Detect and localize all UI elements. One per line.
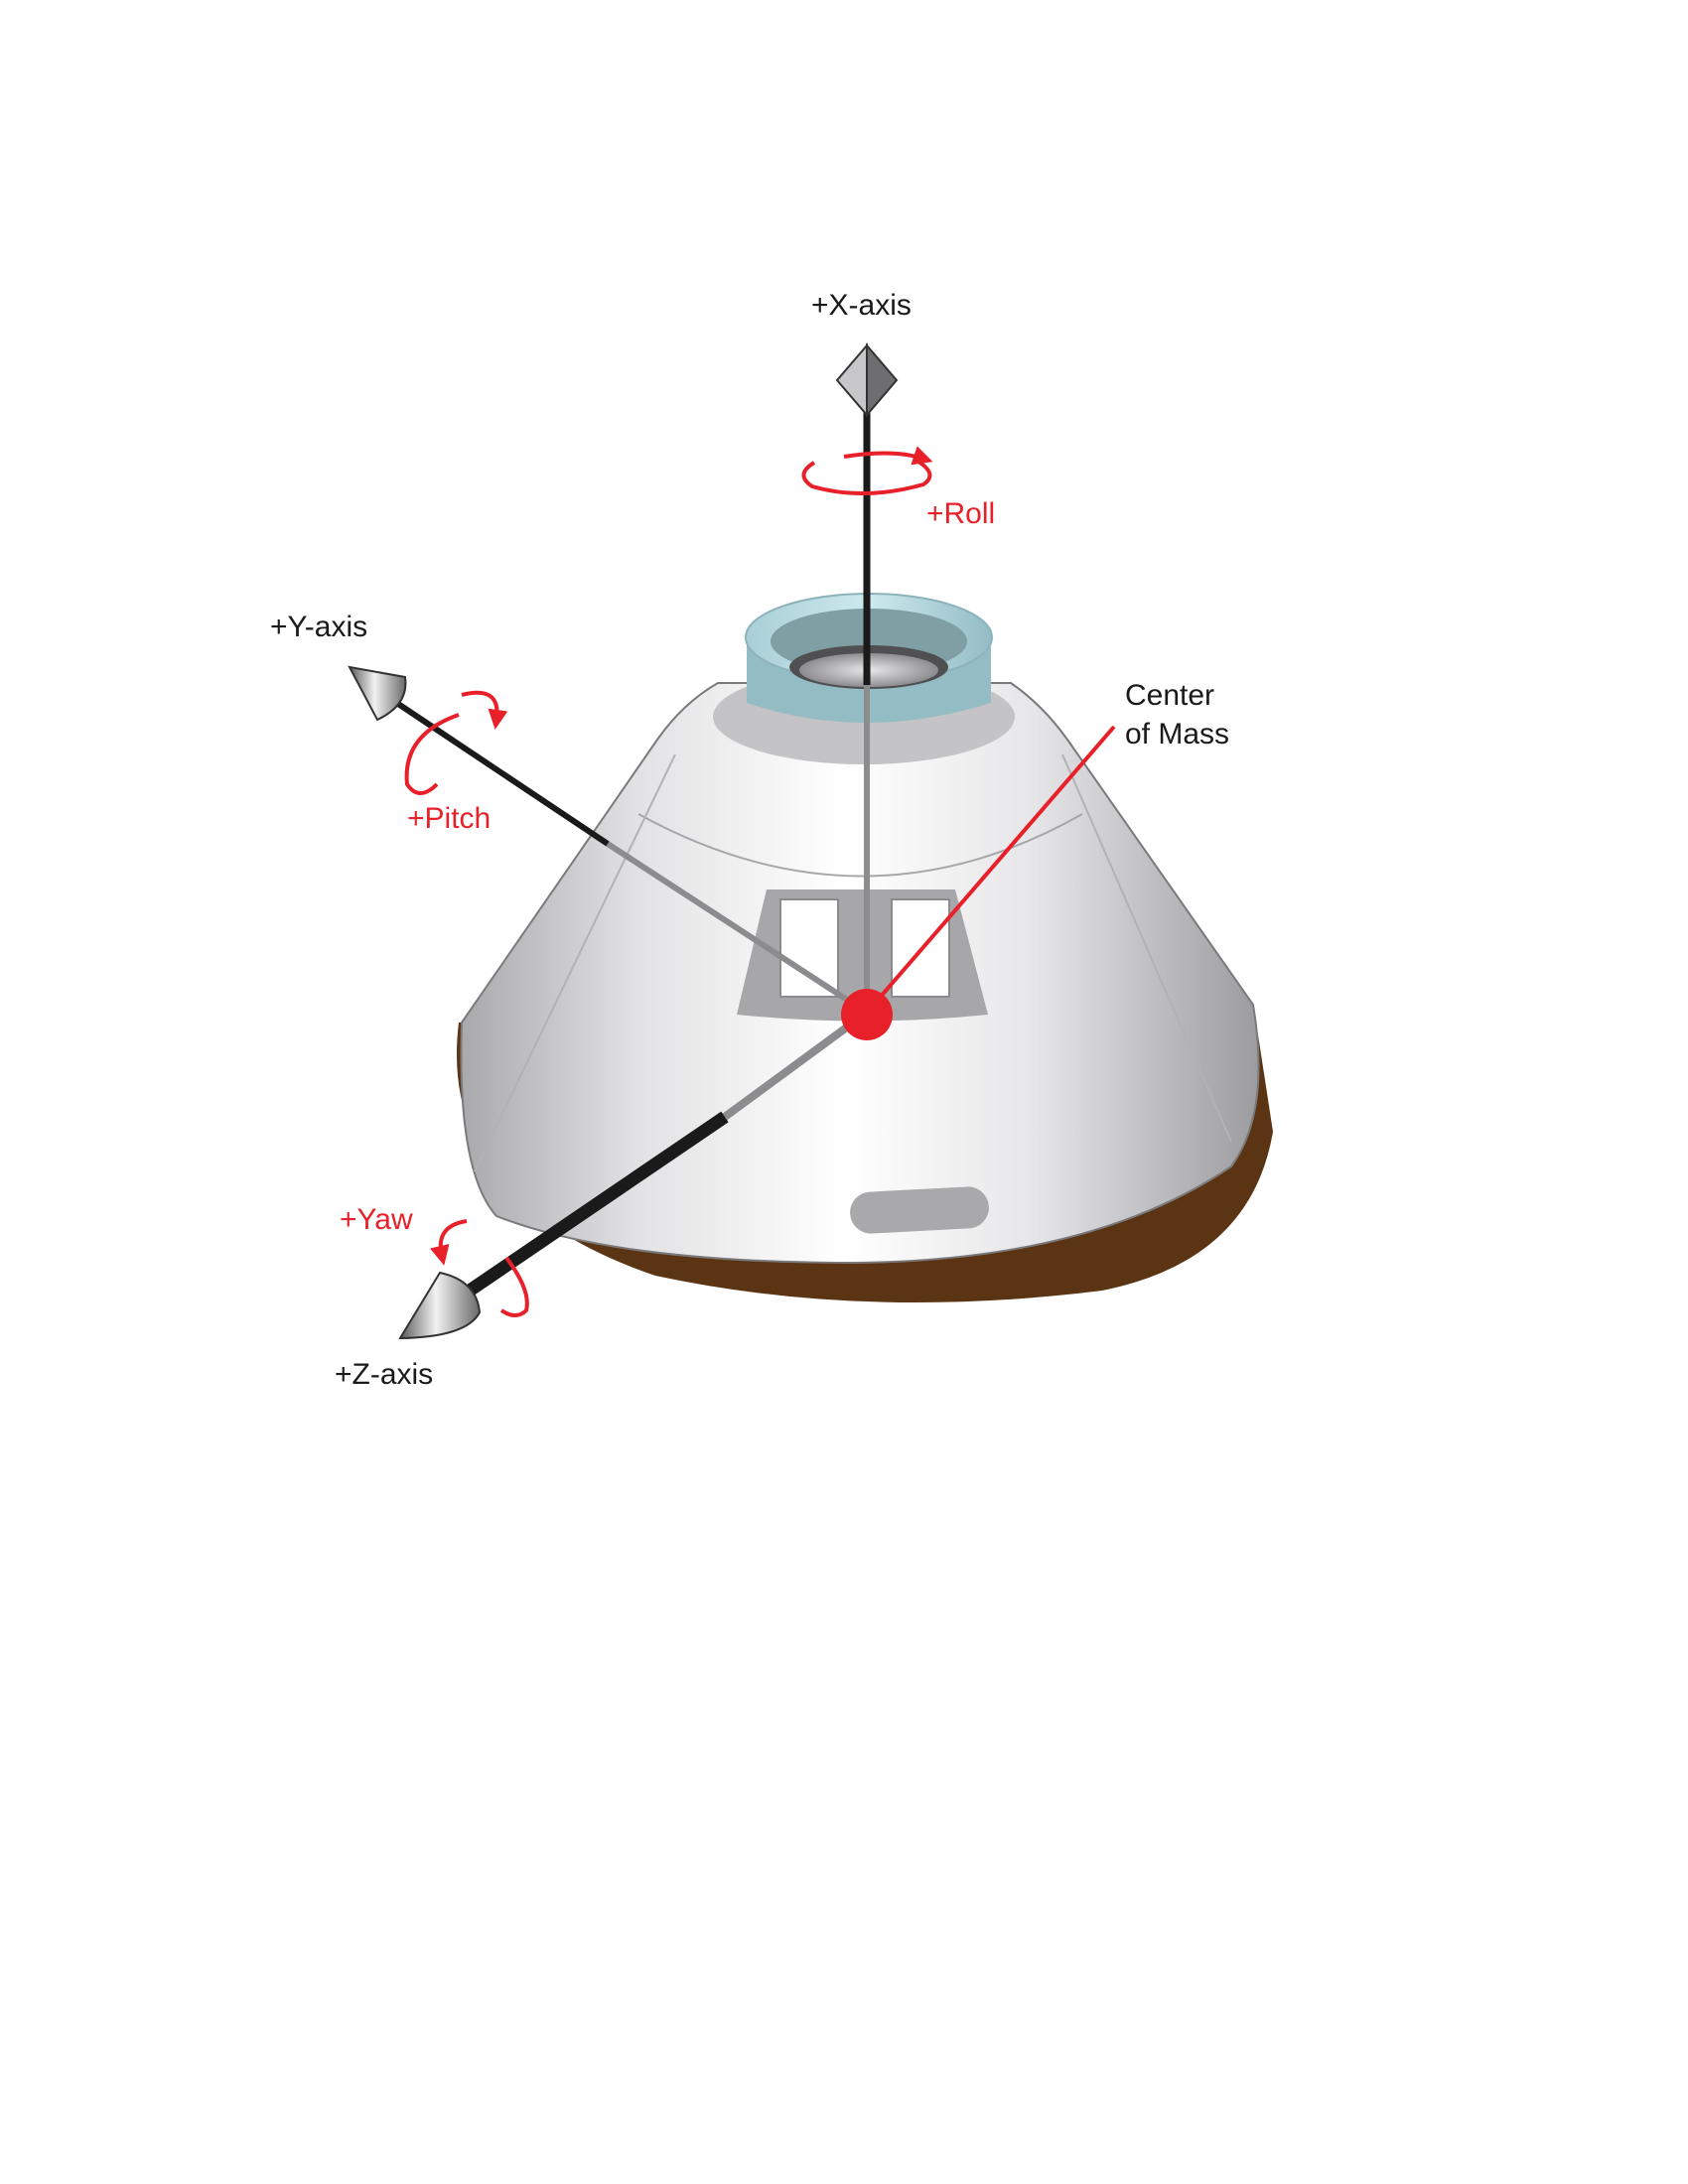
y-axis-line-inner xyxy=(606,841,869,1016)
center-of-mass-leader xyxy=(865,725,1116,1015)
y-axis-line xyxy=(390,697,610,847)
z-axis-line-inner xyxy=(722,1009,870,1121)
roll-rotation-arrow-icon xyxy=(801,446,933,496)
pitch-label: +Pitch xyxy=(407,802,491,835)
x-axis-arrowhead-icon xyxy=(835,342,899,418)
center-of-mass-label-line2: of Mass xyxy=(1125,718,1229,751)
side-hatch-slot xyxy=(850,1186,989,1234)
y-axis-label: +Y-axis xyxy=(270,611,367,643)
x-axis-label: +X-axis xyxy=(811,289,912,322)
capsule-left-seam xyxy=(474,753,676,1172)
left-window xyxy=(779,898,839,998)
roll-label: +Roll xyxy=(926,497,995,530)
y-axis-arrowhead-icon xyxy=(348,665,407,722)
center-of-mass-dot xyxy=(841,989,893,1040)
capsule-seam xyxy=(637,813,1083,878)
yaw-rotation-arrow-icon xyxy=(429,1219,529,1317)
z-axis-label: +Z-axis xyxy=(335,1358,433,1391)
z-axis-arrowhead-icon xyxy=(398,1271,482,1340)
capsule-right-seam xyxy=(1061,753,1232,1143)
yaw-label: +Yaw xyxy=(340,1203,413,1236)
pitch-rotation-arrow-icon xyxy=(404,690,508,795)
center-of-mass-label-line1: Center xyxy=(1125,679,1214,712)
